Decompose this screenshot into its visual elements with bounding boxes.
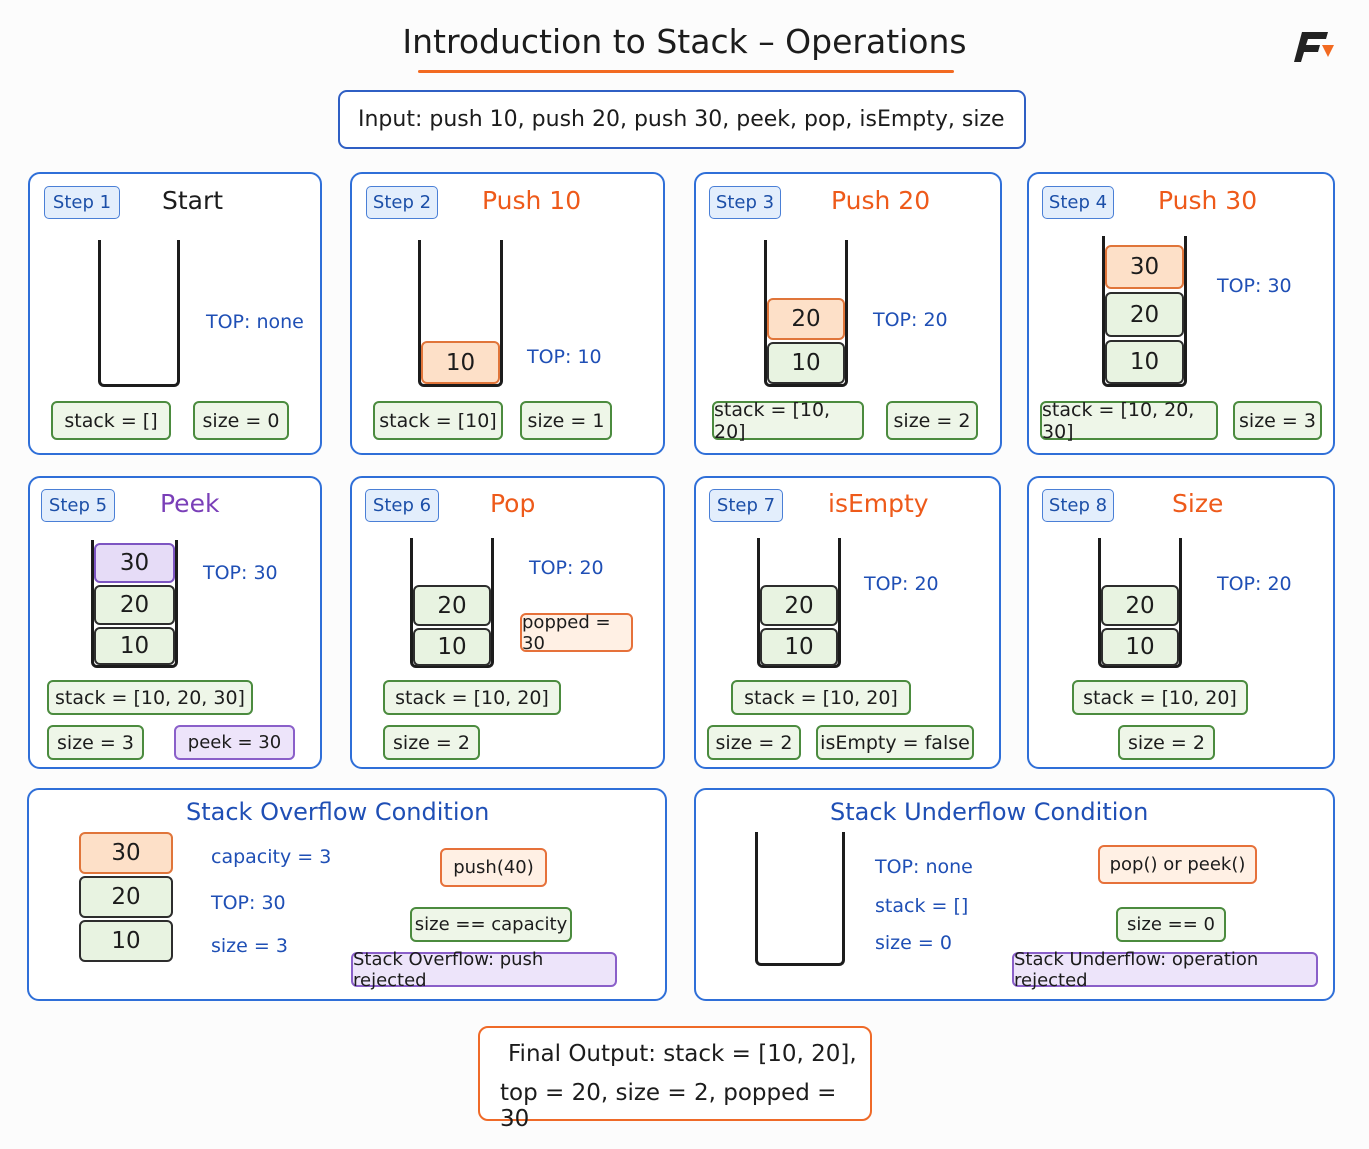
- step-5-peek-tag: peek = 30: [174, 725, 295, 760]
- step-4-title: Push 30: [1158, 186, 1258, 215]
- step-5-title: Peek: [160, 489, 220, 518]
- step-3-top-label: TOP: 20: [873, 309, 948, 331]
- step-1-top-label: TOP: none: [206, 311, 304, 333]
- underflow-stack-text: stack = []: [875, 895, 969, 917]
- step-3-cell-top: 20: [767, 298, 845, 340]
- final-output-line-1: Final Output: stack = [10, 20],: [508, 1041, 857, 1067]
- step-4-cell-top: 30: [1105, 245, 1184, 289]
- step-4-top-label: TOP: 30: [1217, 275, 1292, 297]
- step-5-size-tag: size = 3: [47, 725, 144, 760]
- step-3-badge: Step 3: [709, 186, 781, 219]
- step-5-stack: [91, 540, 178, 668]
- step-6-badge: Step 6: [365, 489, 439, 522]
- step-3-title: Push 20: [831, 186, 931, 215]
- overflow-top: TOP: 30: [211, 892, 286, 914]
- step-2-stack-tag: stack = [10]: [373, 401, 503, 440]
- step-6-top-label: TOP: 20: [529, 557, 604, 579]
- step-8-cell-top: 20: [1101, 585, 1179, 626]
- step-5-cell-top: 30: [94, 543, 175, 583]
- step-7-size-tag: size = 2: [707, 725, 801, 760]
- step-8-size-tag: size = 2: [1118, 725, 1215, 760]
- page-title: Introduction to Stack – Operations: [402, 22, 967, 61]
- step-2-badge: Step 2: [366, 186, 438, 219]
- overflow-capacity: capacity = 3: [211, 846, 332, 868]
- step-8-badge: Step 8: [1042, 489, 1114, 522]
- step-6-size-tag: size = 2: [383, 725, 480, 760]
- step-6-stack-tag: stack = [10, 20]: [383, 680, 561, 715]
- underflow-condition-tag: size == 0: [1116, 907, 1226, 942]
- step-8-stack: [1098, 538, 1182, 668]
- step-4-badge: Step 4: [1042, 186, 1114, 219]
- step-1-stack: [98, 240, 180, 387]
- step-7-isempty-tag: isEmpty = false: [816, 725, 974, 760]
- step-7-cell-top: 20: [760, 585, 838, 626]
- step-3-stack: [764, 240, 848, 387]
- overflow-title: Stack Overflow Condition: [186, 798, 490, 826]
- step-8-cell-bottom: 10: [1101, 628, 1179, 666]
- brand-logo-icon: [1288, 26, 1340, 66]
- step-6-cell-top: 20: [413, 585, 491, 626]
- step-5-stack-tag: stack = [10, 20, 30]: [47, 680, 253, 715]
- final-output-box: Final Output: stack = [10, 20], top = 20…: [478, 1026, 872, 1132]
- step-5-badge: Step 5: [41, 489, 115, 522]
- step-8-title: Size: [1172, 489, 1224, 518]
- step-5-top-label: TOP: 30: [203, 562, 278, 584]
- step-7-stack: [757, 538, 841, 668]
- step-5-cell-middle: 20: [94, 585, 175, 625]
- step-7-top-label: TOP: 20: [864, 573, 939, 595]
- step-1-badge: Step 1: [44, 186, 120, 219]
- step-4-size-tag: size = 3: [1233, 401, 1322, 440]
- final-output-line-2: top = 20, size = 2, popped = 30: [500, 1080, 837, 1132]
- title-underline: [418, 70, 954, 73]
- overflow-cell-top: 30: [79, 832, 173, 874]
- overflow-condition-tag: size == capacity: [410, 907, 572, 942]
- underflow-pop-tag: pop() or peek(): [1098, 845, 1257, 884]
- overflow-cell-middle: 20: [79, 876, 173, 918]
- overflow-cell-bottom: 10: [79, 920, 173, 962]
- step-3-cell-bottom: 10: [767, 342, 845, 384]
- step-2-top-label: TOP: 10: [527, 346, 602, 368]
- step-3-size-tag: size = 2: [886, 401, 978, 440]
- step-4-stack-tag: stack = [10, 20, 30]: [1040, 399, 1218, 443]
- step-6-stack: [410, 538, 494, 668]
- step-8-top-label: TOP: 20: [1217, 573, 1292, 595]
- underflow-stack: [755, 832, 845, 966]
- step-2-size-tag: size = 1: [520, 401, 612, 440]
- overflow-size: size = 3: [211, 935, 288, 957]
- step-5-cell-bottom: 10: [94, 627, 175, 665]
- step-7-stack-tag: stack = [10, 20]: [731, 680, 911, 715]
- step-4-cell-bottom: 10: [1105, 340, 1184, 384]
- step-7-cell-bottom: 10: [760, 628, 838, 666]
- step-2-stack: [418, 240, 503, 387]
- step-1-title: Start: [162, 186, 224, 215]
- step-1-stack-tag: stack = []: [51, 401, 171, 440]
- step-7-panel: [694, 476, 1001, 769]
- step-4-cell-middle: 20: [1105, 292, 1184, 337]
- step-7-badge: Step 7: [709, 489, 783, 522]
- step-6-cell-bottom: 10: [413, 628, 491, 666]
- overflow-push-tag: push(40): [440, 848, 547, 887]
- underflow-title: Stack Underflow Condition: [830, 798, 1149, 826]
- input-box: Input: push 10, push 20, push 30, peek, …: [338, 90, 1026, 149]
- underflow-size: size = 0: [875, 932, 952, 954]
- step-8-stack-tag: stack = [10, 20]: [1072, 680, 1248, 715]
- step-7-title: isEmpty: [828, 489, 929, 518]
- step-4-stack: [1102, 236, 1187, 387]
- underflow-top: TOP: none: [875, 856, 973, 878]
- step-3-stack-tag: stack = [10, 20]: [712, 399, 864, 443]
- step-2-cell-top: 10: [421, 341, 500, 384]
- underflow-result-tag: Stack Underflow: operation rejected: [1012, 949, 1318, 991]
- step-1-size-tag: size = 0: [193, 401, 289, 440]
- step-6-popped-tag: popped = 30: [520, 612, 633, 654]
- overflow-result-tag: Stack Overflow: push rejected: [351, 949, 617, 991]
- step-6-title: Pop: [490, 489, 536, 518]
- step-2-title: Push 10: [482, 186, 582, 215]
